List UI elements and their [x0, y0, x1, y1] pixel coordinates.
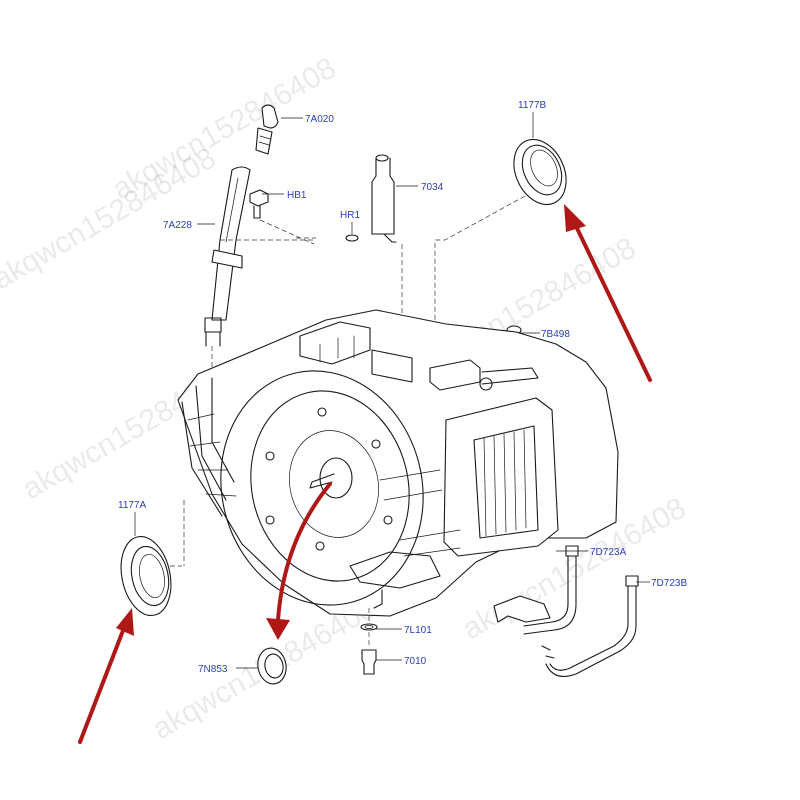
callout-7a020: 7A020 — [305, 114, 334, 125]
callout-7a228: 7A228 — [163, 220, 192, 231]
callouts: 7A020 HB1 7A228 HR1 7034 1177B 7B498 117… — [118, 100, 687, 675]
callout-7b498: 7B498 — [541, 329, 570, 340]
red-arrows — [78, 204, 652, 744]
seal-1177a — [120, 500, 185, 616]
arrow-to-1177a — [78, 626, 126, 744]
arrow-head-7n853 — [266, 618, 290, 640]
transmission-housing — [177, 309, 619, 617]
callout-7n853: 7N853 — [198, 664, 228, 675]
clip-hr1 — [345, 222, 359, 242]
callout-7d723b: 7D723B — [651, 578, 687, 589]
callout-hb1: HB1 — [287, 190, 307, 201]
callout-7034: 7034 — [421, 182, 444, 193]
breather-tube-7034 — [371, 154, 403, 334]
arrow-head-1177a — [116, 608, 134, 636]
leader-lines — [197, 117, 650, 669]
callout-hr1: HR1 — [340, 210, 360, 221]
arrow-to-7n853 — [276, 482, 332, 622]
cooler-pipes — [493, 545, 639, 677]
watermark-text-2: akqwcn152846408 — [107, 52, 342, 207]
callout-7l101: 7L101 — [404, 625, 432, 636]
arrow-head-1177b — [564, 204, 586, 232]
callout-1177b: 1177B — [518, 100, 547, 111]
seal-1177b — [434, 112, 567, 330]
drain-plug-assembly — [360, 608, 378, 675]
callout-1177a: 1177A — [118, 500, 147, 511]
seal-7n853 — [257, 647, 287, 685]
callout-7010: 7010 — [404, 656, 427, 667]
dipstick-tube-assembly — [204, 104, 316, 376]
callout-7d723a: 7D723A — [590, 547, 626, 558]
arrow-to-1177b — [572, 220, 652, 382]
